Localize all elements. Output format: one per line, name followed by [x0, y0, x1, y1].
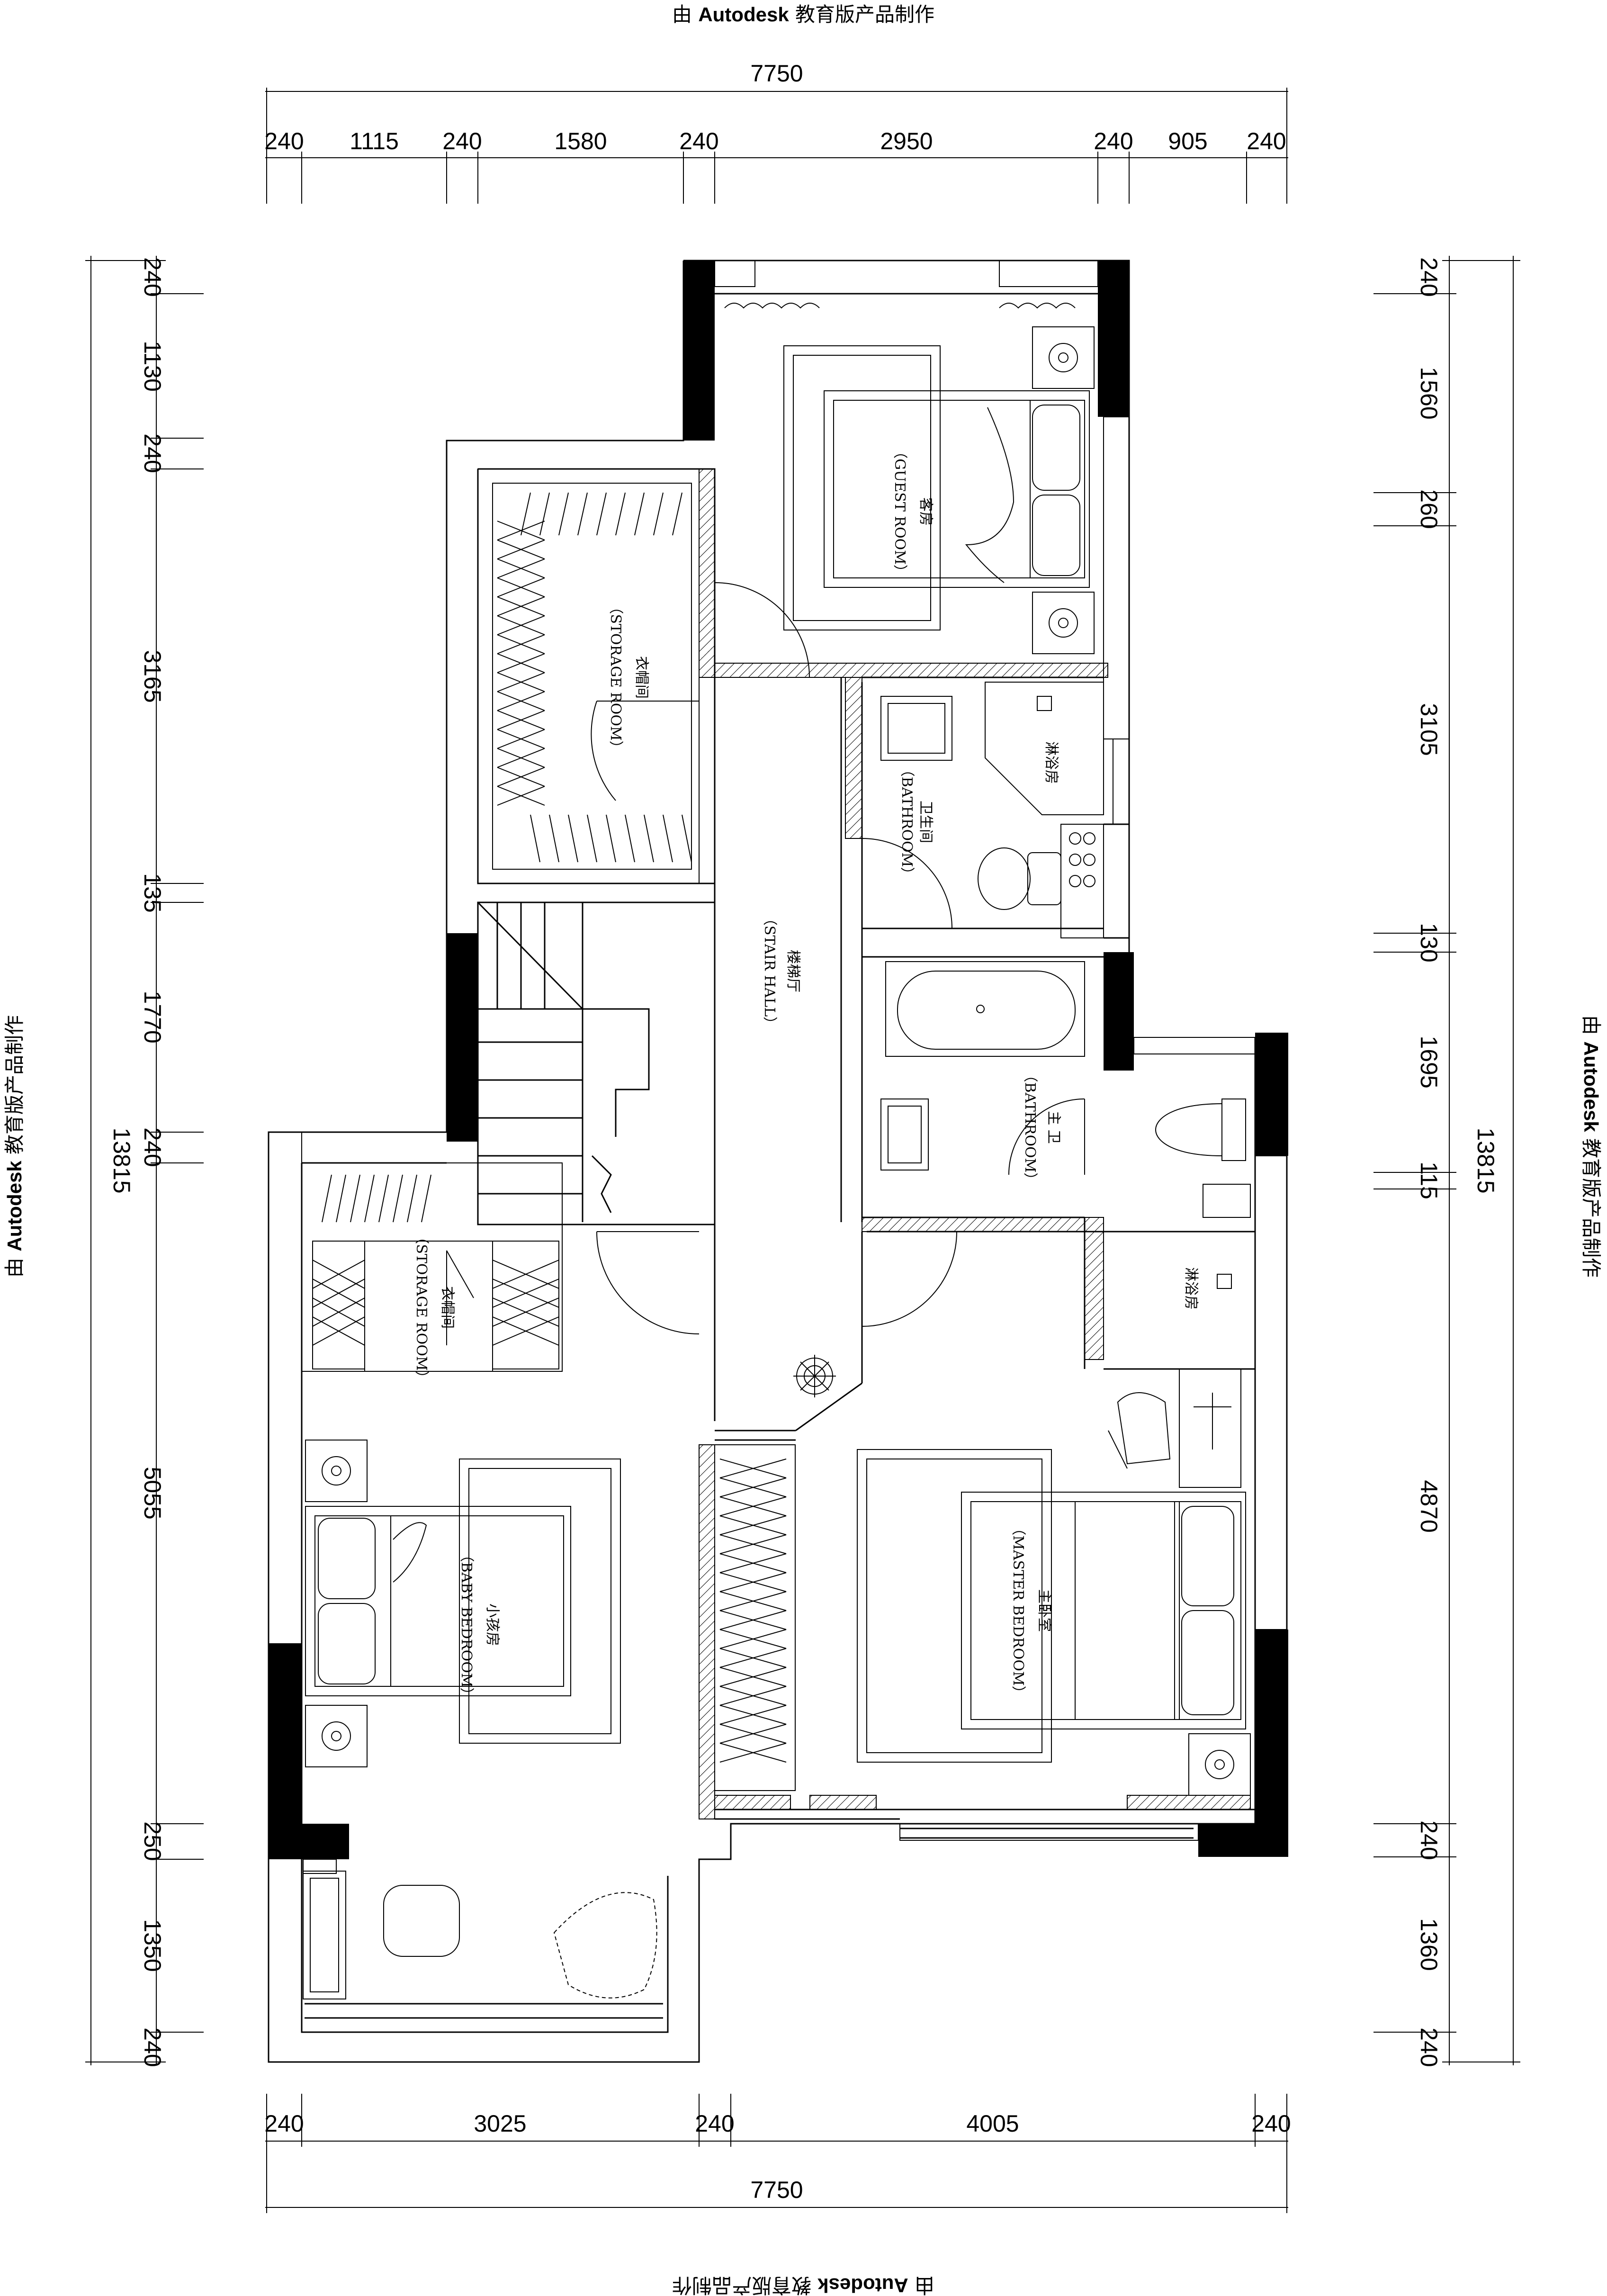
svg-text:（GUEST ROOM）: （GUEST ROOM）: [891, 444, 908, 579]
svg-text:（BATHROOM）: （BATHROOM）: [898, 763, 915, 882]
svg-text:1350: 1350: [139, 1919, 166, 1972]
svg-text:（BABY BEDROOM）: （BABY BEDROOM）: [458, 1548, 475, 1702]
storage-room-1-racks: [477, 468, 700, 884]
svg-text:240: 240: [264, 128, 304, 154]
bathroom-1-fixtures: [880, 682, 1104, 938]
master-bedroom-label: 主卧室 （MASTER BEDROOM）: [1010, 1521, 1052, 1700]
svg-text:250: 250: [139, 1821, 166, 1861]
svg-text:2950: 2950: [880, 128, 933, 154]
svg-text:240: 240: [1416, 2027, 1442, 2067]
svg-text:1560: 1560: [1416, 367, 1442, 419]
baby-bedroom-label: 小孩房 （BABY BEDROOM）: [458, 1548, 501, 1702]
svg-text:4870: 4870: [1416, 1480, 1442, 1532]
svg-text:240: 240: [139, 257, 166, 297]
hall-wardrobe-racks: [714, 1444, 796, 1791]
master-bath-fixtures: [880, 1098, 1251, 1289]
top-dimension-lines: [265, 88, 1288, 204]
guest-bed: [783, 326, 1095, 654]
svg-text:240: 240: [695, 2110, 734, 2137]
svg-text:1115: 1115: [350, 128, 399, 154]
svg-text:260: 260: [1416, 489, 1442, 529]
svg-text:240: 240: [1416, 1820, 1442, 1860]
windows: [268, 260, 1287, 1841]
bathtub: [885, 961, 1085, 1057]
storage-room-1-label: 衣帽间 （STORAGE ROOM）: [607, 600, 650, 755]
wall-columns: [269, 261, 1288, 1859]
watermark-bottom: 由 Autodesk 教育版产品制作: [672, 2274, 934, 2296]
bottom-total-dim: 7750: [750, 2177, 803, 2203]
svg-text:240: 240: [442, 128, 482, 154]
svg-text:240: 240: [679, 128, 718, 154]
svg-text:（STAIR HALL）: （STAIR HALL）: [761, 911, 778, 1031]
walls-outline: [268, 260, 1288, 2063]
top-segment-dims: 240 1115 240 1580 240 2950 240 905 240: [264, 128, 1286, 154]
master-bath-label: 主 卫 （BATHROOM）: [1022, 1068, 1062, 1187]
svg-text:小孩房: 小孩房: [484, 1603, 501, 1646]
svg-text:3165: 3165: [139, 650, 166, 702]
svg-text:240: 240: [139, 433, 166, 473]
svg-text:1130: 1130: [139, 341, 166, 392]
top-total-dim: 7750: [750, 60, 803, 87]
svg-text:主 卫: 主 卫: [1045, 1111, 1062, 1144]
svg-text:（STORAGE ROOM）: （STORAGE ROOM）: [607, 600, 624, 755]
svg-text:衣帽间: 衣帽间: [439, 1286, 456, 1329]
stair-hall-label: 楼梯厅 （STAIR HALL）: [761, 911, 801, 1031]
shower-1-label: 淋浴房: [1043, 741, 1059, 784]
shower-2-label: 淋浴房: [1183, 1267, 1199, 1310]
svg-text:卫生间: 卫生间: [917, 801, 934, 843]
svg-text:240: 240: [1416, 257, 1442, 297]
left-segment-dims: 240 1130 240 3165 135 1770 240 5055 250 …: [139, 257, 166, 2067]
svg-text:1360: 1360: [1416, 1918, 1442, 1971]
svg-text:3025: 3025: [474, 2110, 526, 2137]
doors: [446, 582, 1085, 1942]
svg-text:240: 240: [1247, 128, 1286, 154]
svg-text:905: 905: [1168, 128, 1207, 154]
svg-text:客房: 客房: [917, 497, 934, 526]
left-dimension-lines: [85, 256, 204, 2065]
master-bed: [857, 1369, 1251, 1796]
svg-text:4005: 4005: [966, 2110, 1019, 2137]
baby-bed: [305, 1440, 621, 1767]
hatched-walls: [699, 468, 1251, 1819]
storage-room-2-racks: [301, 1162, 563, 1372]
svg-text:（MASTER BEDROOM）: （MASTER BEDROOM）: [1010, 1521, 1026, 1700]
svg-text:1580: 1580: [554, 128, 607, 154]
svg-text:135: 135: [139, 873, 166, 912]
watermark-top: 由 Autodesk 教育版产品制作: [672, 3, 934, 26]
svg-text:主卧室: 主卧室: [1036, 1589, 1052, 1632]
svg-text:240: 240: [264, 2110, 304, 2137]
bottom-segment-dims: 240 3025 240 4005 240: [264, 2110, 1291, 2137]
curtain-track: [724, 303, 1076, 309]
svg-text:240: 240: [1094, 128, 1133, 154]
svg-text:衣帽间: 衣帽间: [633, 656, 650, 699]
right-dimension-lines: [1374, 256, 1520, 2065]
svg-text:（STORAGE ROOM）: （STORAGE ROOM）: [413, 1230, 430, 1385]
svg-text:240: 240: [1251, 2110, 1291, 2137]
svg-text:130: 130: [1416, 923, 1442, 962]
watermark-right: 由 Autodesk 教育版产品制作: [1580, 1015, 1603, 1278]
watermark-left: 由 Autodesk 教育版产品制作: [3, 1015, 26, 1278]
bathroom-1-label: 卫生间 （BATHROOM）: [898, 763, 934, 882]
svg-text:5055: 5055: [139, 1467, 166, 1519]
svg-text:（BATHROOM）: （BATHROOM）: [1022, 1068, 1038, 1187]
svg-text:1770: 1770: [139, 990, 166, 1043]
right-total-dim: 13815: [1472, 1127, 1499, 1193]
svg-text:240: 240: [139, 1127, 166, 1167]
bottom-dimension-lines: [265, 2094, 1288, 2213]
left-total-dim: 13815: [108, 1127, 135, 1193]
study-furniture: [303, 1859, 657, 1999]
svg-text:115: 115: [1416, 1162, 1442, 1199]
svg-text:1695: 1695: [1416, 1035, 1442, 1088]
svg-text:楼梯厅: 楼梯厅: [785, 950, 801, 992]
storage-room-2-label: 衣帽间 （STORAGE ROOM）: [413, 1230, 456, 1385]
flower-ornament: [793, 1355, 836, 1397]
svg-text:240: 240: [139, 2027, 166, 2067]
svg-text:3105: 3105: [1416, 703, 1442, 756]
guest-room-label: 客房 （GUEST ROOM）: [891, 444, 934, 579]
right-segment-dims: 240 1560 260 3105 130 1695 115 4870 240 …: [1416, 257, 1442, 2067]
